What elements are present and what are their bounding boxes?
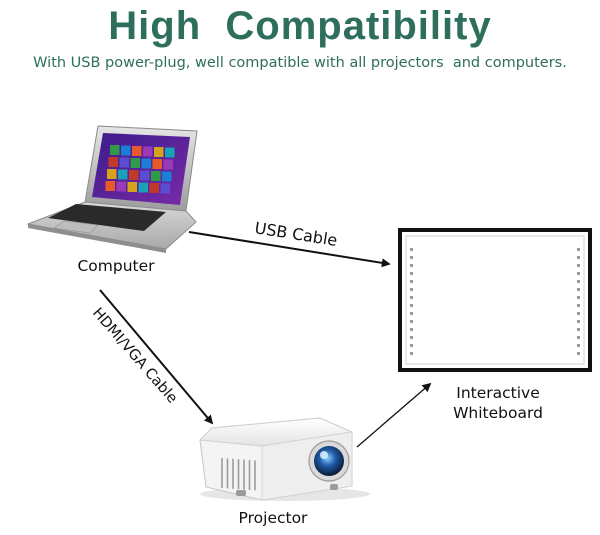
whiteboard-marker (410, 296, 413, 299)
screen-tile (127, 182, 137, 192)
projector-icon (198, 417, 370, 501)
hdmi-vga-cable-label: HDMI/VGA Cable (89, 305, 180, 407)
screen-tile (110, 145, 120, 155)
whiteboard-marker (410, 256, 413, 259)
screen-tile (119, 157, 129, 168)
whiteboard-marker (577, 296, 580, 299)
whiteboard-marker (410, 312, 413, 315)
screen-tile (141, 158, 151, 169)
screen-tile (140, 170, 150, 181)
laptop-icon (26, 125, 198, 253)
whiteboard-label-line2: Whiteboard (453, 404, 543, 422)
screen-tile (118, 169, 128, 180)
screen-tile (116, 181, 126, 192)
screen-tile (165, 147, 175, 158)
screen-tile (149, 183, 159, 193)
screen-tile (105, 181, 115, 191)
whiteboard-icon (398, 228, 592, 372)
whiteboard-marker (577, 288, 580, 291)
whiteboard-marker (577, 248, 580, 251)
whiteboard-marker (577, 264, 580, 267)
screen-tile (154, 147, 164, 157)
whiteboard-marker (577, 328, 580, 331)
whiteboard-marker (577, 256, 580, 259)
projector-label: Projector (238, 509, 308, 527)
screen-tile (132, 146, 142, 156)
screen-tile (138, 182, 148, 193)
whiteboard-marker (410, 272, 413, 275)
whiteboard-marker (577, 304, 580, 307)
screen-tile (108, 157, 118, 167)
whiteboard-marker (410, 328, 413, 331)
screen-tile (130, 158, 140, 168)
whiteboard-marker (577, 312, 580, 315)
whiteboard-marker (410, 264, 413, 267)
screen-tile (151, 171, 161, 181)
screen-tile (121, 145, 131, 156)
screen-tile (143, 146, 153, 157)
whiteboard-marker (577, 336, 580, 339)
whiteboard-marker (577, 280, 580, 283)
hdmi-vga-cable-arrow (99, 289, 214, 425)
page-subtitle: With USB power-plug, well compatible wit… (33, 55, 567, 71)
whiteboard-marker (577, 344, 580, 347)
screen-tile (162, 171, 172, 182)
whiteboard-marker (410, 352, 413, 355)
usb-cable-arrow (188, 231, 391, 268)
whiteboard-marker (410, 320, 413, 323)
whiteboard-marker (410, 344, 413, 347)
screen-tile (107, 169, 117, 179)
whiteboard-marker (410, 280, 413, 283)
whiteboard-marker (410, 288, 413, 291)
screen-tile (163, 159, 173, 170)
whiteboard-marker (410, 304, 413, 307)
screen-tile (152, 159, 162, 169)
whiteboard-marker (410, 248, 413, 251)
screen-tile (129, 170, 139, 180)
whiteboard-marker (410, 336, 413, 339)
whiteboard-label-line1: Interactive (456, 384, 540, 402)
whiteboard-marker (577, 352, 580, 355)
page-title: High Compatibility (108, 4, 492, 48)
computer-label: Computer (77, 257, 155, 275)
screen-tile (160, 183, 170, 194)
whiteboard-marker (577, 320, 580, 323)
projection-arrow (356, 382, 432, 448)
whiteboard-marker (577, 272, 580, 275)
